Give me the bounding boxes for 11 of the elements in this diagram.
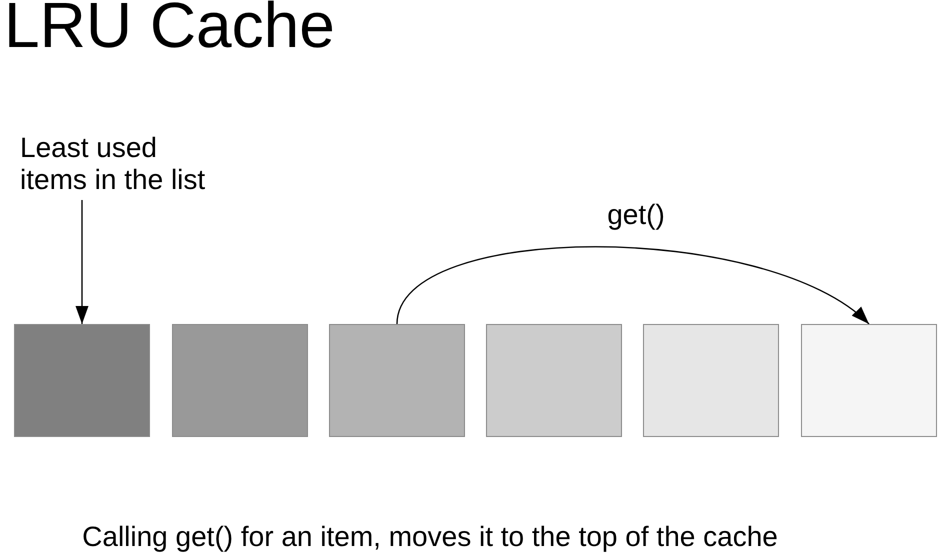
cache-item-box [643,324,779,437]
leader-arrow [76,200,88,324]
caption: Calling get() for an item, moves it to the top of the cache [82,522,778,552]
annotation-text: Least used items in the list [20,132,206,196]
cache-item-box [172,324,308,437]
cache-item-box [801,324,937,437]
cache-item-box [329,324,465,437]
cache-item-box [486,324,622,437]
title: LRU Cache [4,0,335,52]
curved-arrow [396,246,870,325]
cache-item-box [14,324,150,437]
